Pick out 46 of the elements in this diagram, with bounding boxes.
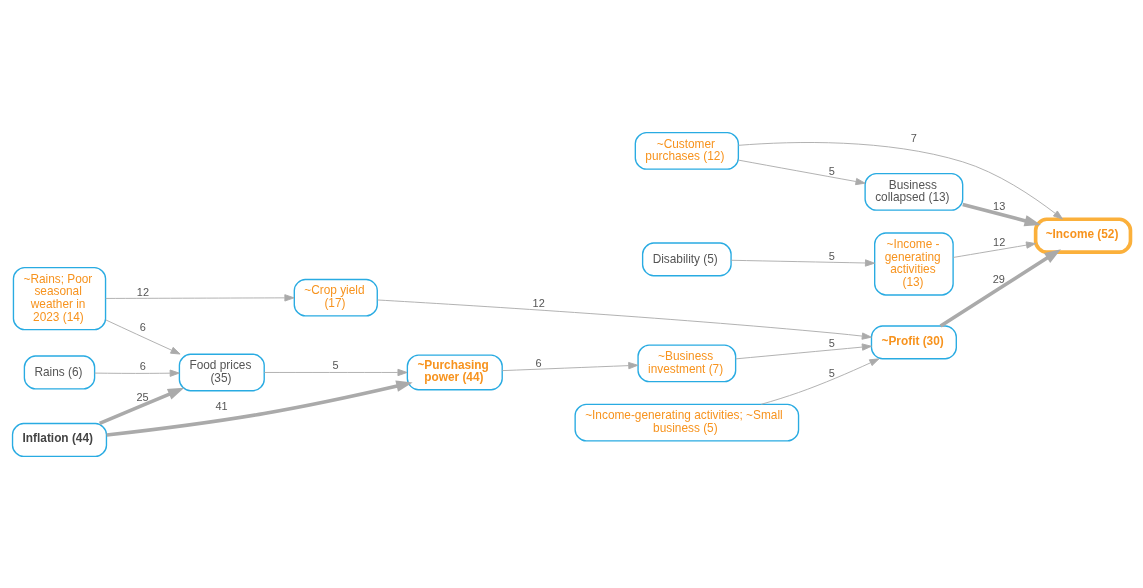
edge-label: 5 bbox=[332, 358, 339, 371]
arrow bbox=[263, 368, 408, 376]
arrow bbox=[730, 258, 876, 267]
node-box: ~Income - generating activities (13) bbox=[874, 231, 954, 296]
edge-label: 12 bbox=[136, 285, 150, 297]
arrow bbox=[939, 248, 1061, 327]
edge-label: 7 bbox=[910, 131, 917, 144]
node-box: Business collapsed (13) bbox=[864, 172, 964, 211]
node-box: Disability (5) bbox=[641, 241, 732, 276]
node-box: ~Income (52) bbox=[1033, 216, 1133, 254]
edge-label: 12 bbox=[993, 235, 1006, 248]
arrow bbox=[735, 342, 872, 359]
edge-label: 25 bbox=[136, 390, 149, 403]
arrow bbox=[98, 387, 185, 425]
arrow bbox=[962, 202, 1041, 226]
node-box: ~Profit (30) bbox=[870, 324, 957, 359]
node-box: ~Income-generating activities; ~Small business (5) bbox=[574, 403, 800, 442]
edge-label: 5 bbox=[828, 366, 835, 379]
node-box: ~Business investment (7) bbox=[637, 343, 737, 382]
edge-label: 13 bbox=[993, 199, 1006, 212]
edge-label: 5 bbox=[828, 249, 835, 262]
node-box: ~Rains; Poor seasonal weather in 2023 (14) bbox=[12, 266, 107, 330]
node-box: ~Purchasing power (44) bbox=[406, 353, 503, 390]
edge-label: 6 bbox=[139, 320, 146, 333]
node-box: ~Customer purchases (12) bbox=[634, 131, 740, 170]
node-box: Food prices (35) bbox=[178, 353, 265, 391]
edge-label: 29 bbox=[992, 272, 1005, 285]
arrow bbox=[501, 361, 639, 371]
node-box: ~Crop yield (17) bbox=[293, 278, 378, 317]
arrow bbox=[106, 380, 413, 437]
edge-label: 12 bbox=[532, 296, 545, 309]
node-box: Inflation (44) bbox=[11, 422, 108, 457]
edge-label: 5 bbox=[828, 336, 835, 349]
arrow bbox=[952, 240, 1037, 258]
edge-label: 41 bbox=[215, 399, 228, 412]
arrow bbox=[760, 357, 880, 405]
node-box: Rains (6) bbox=[23, 354, 96, 390]
arrow bbox=[377, 299, 872, 340]
arrow bbox=[105, 318, 181, 354]
edge-label: 5 bbox=[828, 164, 835, 177]
arrow bbox=[105, 293, 295, 301]
edge-label: 6 bbox=[535, 356, 542, 369]
arrow bbox=[94, 369, 180, 377]
arrow bbox=[738, 159, 866, 185]
arrow bbox=[738, 141, 1064, 220]
edge-label: 6 bbox=[139, 359, 146, 372]
